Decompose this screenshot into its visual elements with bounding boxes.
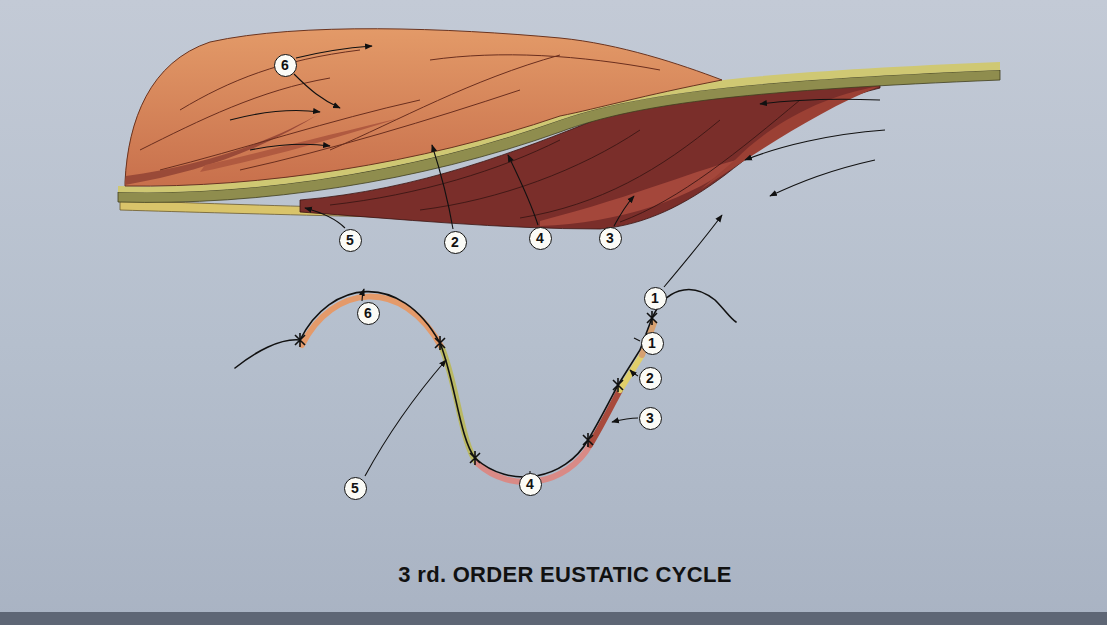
star [470, 451, 480, 465]
star [613, 378, 623, 392]
callout-number: 6 [364, 306, 372, 320]
leader-arrow [612, 418, 638, 422]
callout-circle: 1 [644, 287, 667, 310]
callout-circle: 6 [357, 302, 380, 325]
leader-arrow [634, 338, 640, 341]
callout-circle: 2 [639, 367, 662, 390]
leader-arrow [230, 110, 320, 120]
callout-number: 3 [646, 411, 654, 425]
leader-arrow [362, 289, 364, 301]
layer-6-dark [200, 118, 400, 172]
segment-2 [620, 355, 642, 390]
callout-number: 5 [351, 481, 359, 495]
sea-level-curve [235, 290, 736, 483]
leader-arrow [365, 360, 446, 476]
callout-circle: 3 [599, 227, 622, 250]
callout-number: 1 [651, 291, 659, 305]
leader-arrow [508, 155, 538, 225]
callout-number: 2 [646, 371, 654, 385]
curve-leaders [362, 289, 640, 482]
leader-arrow [630, 370, 638, 376]
callout-number: 4 [526, 477, 534, 491]
cross-section [118, 29, 1000, 229]
leader-arrow [664, 215, 722, 287]
callout-circle: 2 [444, 231, 467, 254]
leader-arrow [294, 74, 340, 108]
callout-circle: 6 [274, 54, 297, 77]
leader-arrow [432, 145, 453, 229]
leader-arrow [614, 196, 634, 226]
callout-number: 4 [536, 231, 544, 245]
leader-arrow [760, 99, 880, 104]
star [295, 333, 305, 347]
star [647, 311, 657, 325]
callout-circle: 1 [641, 332, 664, 355]
star [435, 336, 445, 350]
leader-arrow [745, 130, 885, 160]
callout-circle: 5 [344, 477, 367, 500]
callout-number: 6 [281, 58, 289, 72]
star [583, 433, 593, 447]
layer-6-lines [140, 50, 660, 170]
callout-circle: 4 [529, 227, 552, 250]
bottom-strip [0, 612, 1107, 625]
leader-arrow [770, 160, 875, 196]
red-wedge-1 [700, 86, 880, 190]
callout-number: 1 [648, 336, 656, 350]
leader-arrow [305, 208, 345, 228]
callout-number: 5 [346, 233, 354, 247]
callout-circle: 3 [639, 407, 662, 430]
layer-6-orange [125, 29, 722, 186]
leader-arrow [296, 46, 372, 58]
leader-arrow [250, 144, 330, 150]
segment-6 [302, 297, 442, 348]
curve-line [235, 290, 736, 478]
leader-arrows [230, 46, 885, 287]
boundary-stars [295, 311, 657, 465]
callout-circle: 4 [519, 473, 542, 496]
callout-number: 2 [451, 235, 459, 249]
figure-title: 3 rd. ORDER EUSTATIC CYCLE [398, 562, 731, 588]
callout-number: 3 [606, 231, 614, 245]
segment-3 [590, 390, 620, 445]
callout-circle: 5 [339, 229, 362, 252]
